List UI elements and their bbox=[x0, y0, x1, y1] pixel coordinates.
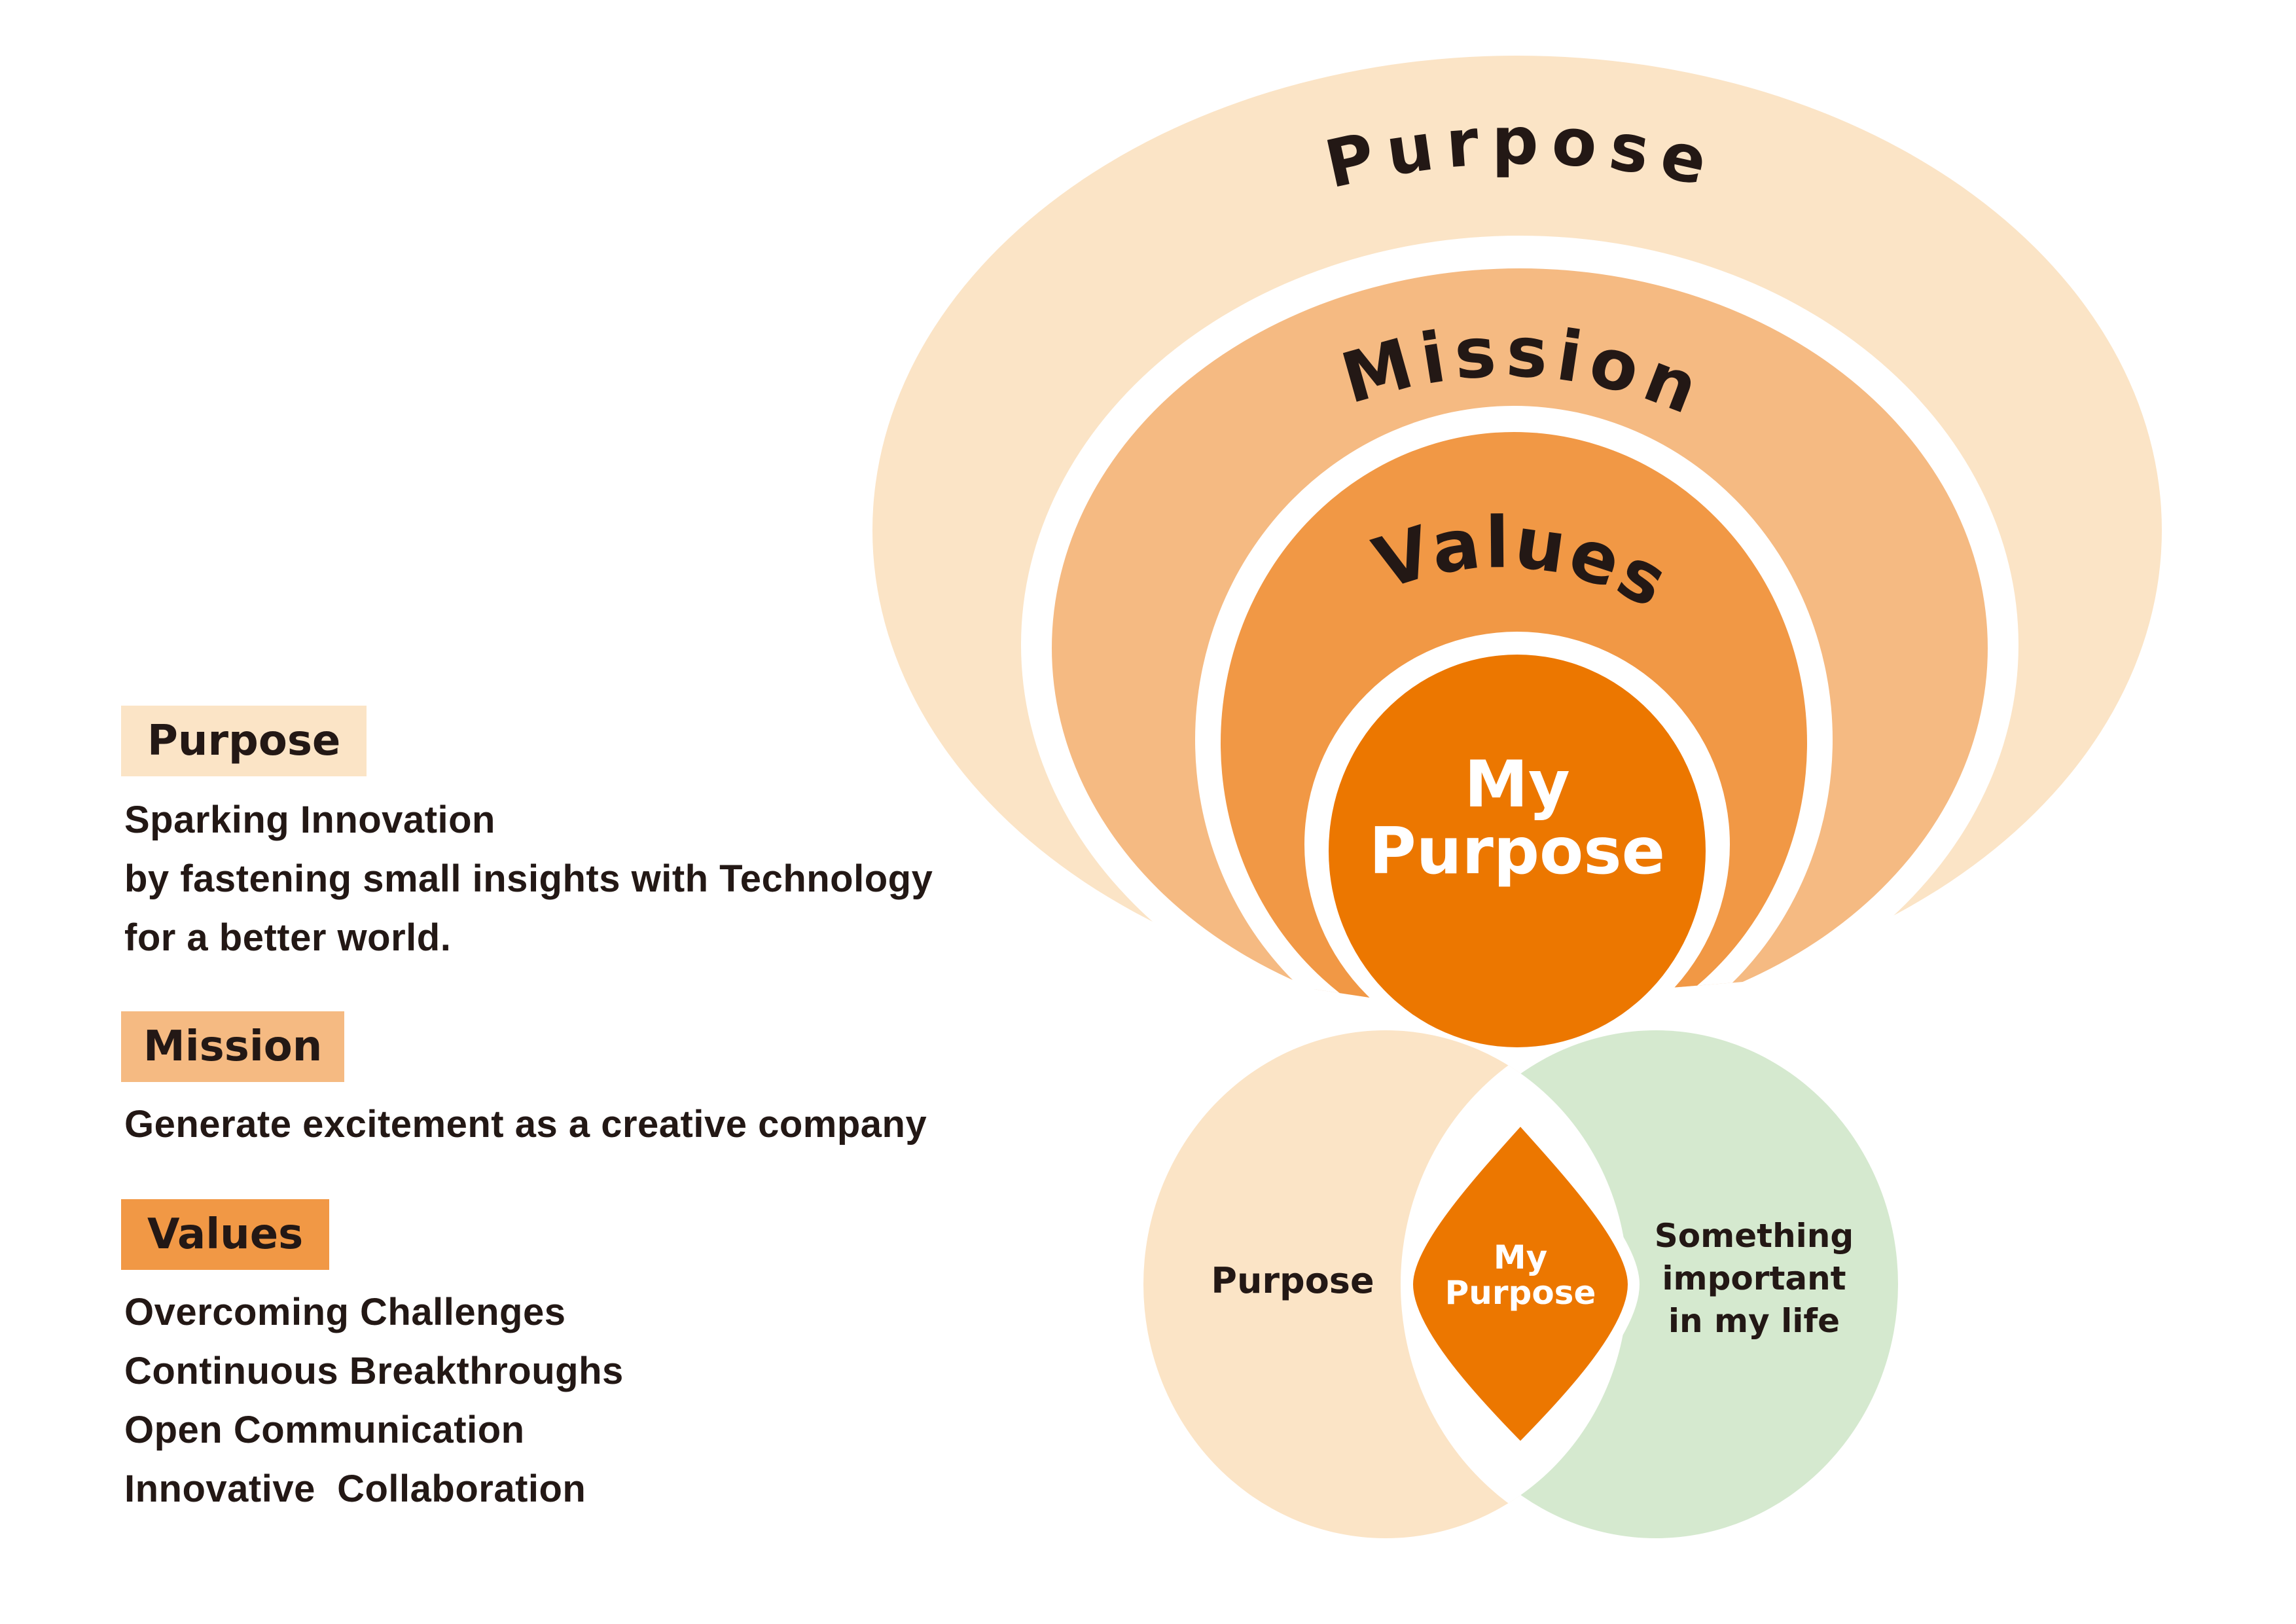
venn-right-line: important bbox=[1662, 1259, 1846, 1297]
mission-description: Generate excitement as a creative compan… bbox=[124, 1095, 927, 1154]
purpose-heading-tag: Purpose bbox=[121, 706, 367, 776]
values-line: Overcoming Challenges bbox=[124, 1291, 566, 1333]
purpose-description: Sparking Innovation by fastening small i… bbox=[124, 791, 933, 967]
mission-heading: Mission bbox=[143, 1022, 323, 1071]
purpose-line: Sparking Innovation bbox=[124, 799, 495, 841]
venn-right-line: in my life bbox=[1668, 1302, 1840, 1340]
mission-line: Generate excitement as a creative compan… bbox=[124, 1103, 927, 1146]
venn-right-line: Something bbox=[1655, 1217, 1854, 1255]
core-label-line1: My bbox=[1464, 748, 1570, 822]
values-line: Continuous Breakthroughs bbox=[124, 1350, 624, 1392]
venn-diagram: Purpose My Purpose Something important i… bbox=[1143, 1030, 1898, 1538]
core-circle bbox=[1329, 655, 1706, 1047]
purpose-line: for a better world. bbox=[124, 916, 452, 959]
purpose-line: by fastening small insights with Technol… bbox=[124, 857, 933, 900]
values-description: Overcoming Challenges Continuous Breakth… bbox=[124, 1283, 624, 1519]
mission-heading-tag: Mission bbox=[121, 1011, 345, 1082]
venn-intersection-line1: My bbox=[1494, 1238, 1547, 1276]
venn-intersection-line2: Purpose bbox=[1445, 1274, 1596, 1312]
venn-intersection bbox=[1401, 1109, 1640, 1458]
values-line: Innovative Collaboration bbox=[124, 1468, 586, 1510]
values-heading: Values bbox=[147, 1210, 304, 1259]
values-line: Open Communication bbox=[124, 1409, 525, 1451]
venn-left-label: Purpose bbox=[1211, 1260, 1374, 1301]
purpose-heading: Purpose bbox=[147, 717, 341, 765]
values-heading-tag: Values bbox=[121, 1199, 330, 1270]
core-label-line2: Purpose bbox=[1369, 814, 1665, 889]
